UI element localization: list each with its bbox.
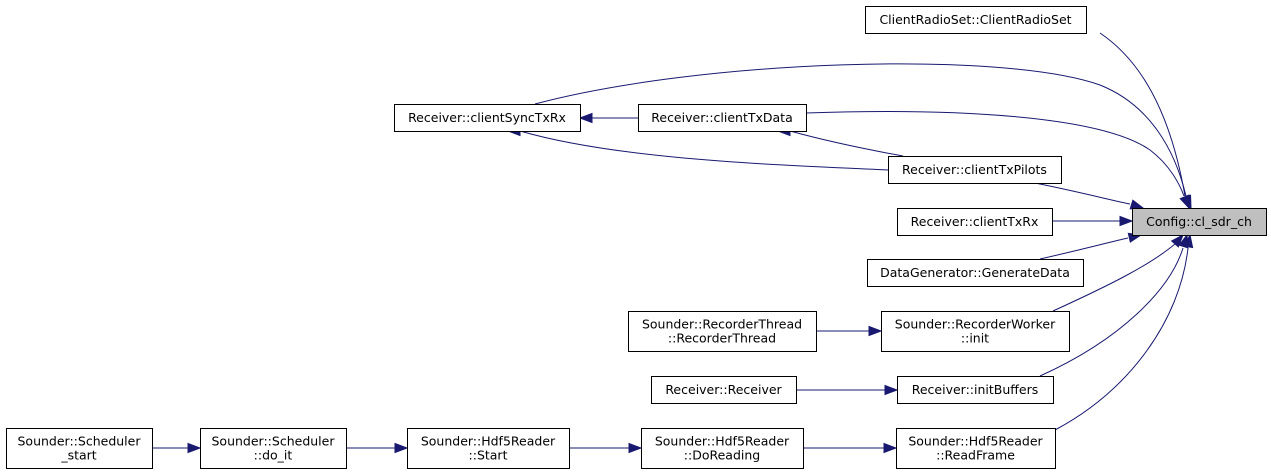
edge-client_txrx-to-cl_sdr_ch [1052,215,1134,227]
node-label-line: DataGenerator::GenerateData [880,265,1070,280]
edge-hdf5_read_frame-to-cl_sdr_ch [1054,233,1194,431]
arrowhead-icon [883,442,898,454]
node-client-txrx[interactable]: Receiver::clientTxRx [897,208,1053,236]
edge-client_tx_pilots-to-client_sync_txrx [506,125,889,171]
nodes-layer: Config::cl_sdr_ch ClientRadioSet::ClientR… [6,6,1267,469]
arrowhead-icon [1119,215,1134,227]
node-label-line: Sounder::RecorderThread [642,317,802,332]
node-box [897,208,1053,236]
node-cl-sdr-ch[interactable]: Config::cl_sdr_ch [1132,208,1267,236]
node-init-buffers[interactable]: Receiver::initBuffers [897,376,1054,404]
node-client-sync-txrx[interactable]: Receiver::clientSyncTxRx [394,104,581,132]
edge-client_tx_pilots-to-cl_sdr_ch [1034,182,1145,210]
node-label-line: Sounder::Scheduler [212,434,336,449]
edge-line [519,130,889,171]
node-client-radio-set[interactable]: ClientRadioSet::ClientRadioSet [865,6,1087,34]
node-label-line: Sounder::Hdf5Reader [908,434,1043,449]
edge-line [1034,182,1131,205]
node-box [407,428,570,469]
edge-line [805,111,1185,197]
node-box [897,376,1054,404]
arrowhead-icon [1129,199,1145,210]
arrowhead-icon [578,112,593,124]
edge-init_buffers-to-cl_sdr_ch [1039,233,1189,377]
node-box [6,428,153,469]
node-scheduler-start[interactable]: Sounder::Scheduler_start [6,428,153,469]
node-label-line: ::Start [469,448,508,463]
node-label-line: Config::cl_sdr_ch [1146,214,1252,229]
node-box [641,428,804,469]
node-label-line: Receiver::clientTxData [651,110,793,125]
node-box [888,156,1062,184]
arrowhead-icon [394,442,409,454]
edge-hdf5_do_reading-to-hdf5_read_frame [803,442,898,454]
node-box [867,259,1084,287]
node-box [394,104,581,132]
node-box [881,311,1070,352]
node-label-line: ClientRadioSet::ClientRadioSet [879,12,1071,27]
node-label-line: ::RecorderThread [668,331,776,346]
edge-generate_data-to-cl_sdr_ch [1039,232,1143,260]
edge-line [1039,237,1129,260]
edge-line [1099,32,1186,197]
node-box [865,6,1087,34]
node-label-line: ::DoReading [684,448,760,463]
node-receiver-ctor[interactable]: Receiver::Receiver [651,376,797,404]
node-label-line: Receiver::initBuffers [912,382,1039,397]
node-recorder-thread[interactable]: Sounder::RecorderThread::RecorderThread [628,311,817,352]
node-label-line: Sounder::RecorderWorker [895,317,1056,332]
node-label-line: Receiver::clientSyncTxRx [408,110,566,125]
arrowhead-icon [868,325,883,337]
arrowhead-icon [628,442,643,454]
node-hdf5-start[interactable]: Sounder::Hdf5Reader::Start [407,428,570,469]
node-box [896,428,1056,469]
edge-receiver_ctor-to-init_buffers [796,384,899,396]
edge-recorder_thread-to-recorder_worker_init [816,325,883,337]
node-label-line: ::ReadFrame [936,448,1015,463]
edge-line [534,63,1187,197]
node-client-tx-data[interactable]: Receiver::clientTxData [638,104,807,132]
node-box [200,428,347,469]
node-box [628,311,817,352]
node-hdf5-read-frame[interactable]: Sounder::Hdf5Reader::ReadFrame [896,428,1056,469]
node-label-line: _start [60,448,96,463]
node-label-line: Sounder::Hdf5Reader [421,434,556,449]
edge-scheduler_start-to-scheduler_do_it [152,442,202,454]
node-hdf5-do-reading[interactable]: Sounder::Hdf5Reader::DoReading [641,428,804,469]
node-label-line: Receiver::clientTxRx [911,214,1039,229]
edge-line [1039,247,1184,377]
arrowhead-icon [884,384,899,396]
edge-line [789,130,904,157]
node-generate-data[interactable]: DataGenerator::GenerateData [867,259,1084,287]
edge-line [1054,247,1189,431]
node-client-tx-pilots[interactable]: Receiver::clientTxPilots [888,156,1062,184]
arrowhead-icon [187,442,202,454]
edge-line [1052,243,1176,312]
arrowhead-icon [1182,233,1194,249]
node-label-line: Receiver::clientTxPilots [902,162,1047,177]
edge-client_tx_data-to-cl_sdr_ch [805,111,1190,210]
edge-scheduler_do_it-to-hdf5_start [346,442,409,454]
edge-hdf5_start-to-hdf5_do_reading [569,442,643,454]
node-label-line: Sounder::Scheduler [18,434,142,449]
node-recorder-worker-init[interactable]: Sounder::RecorderWorker::init [881,311,1070,352]
node-box [1132,208,1267,236]
node-box [638,104,807,132]
edge-client_radio_set-to-cl_sdr_ch [1099,32,1191,210]
node-label-line: ::init [961,331,989,346]
arrowhead-icon [1170,233,1184,248]
arrowhead-icon [1179,194,1190,210]
node-label-line: ::do_it [254,448,293,463]
node-label-line: Receiver::Receiver [665,382,782,397]
node-box [651,376,797,404]
edge-client_sync_txrx-to-cl_sdr_ch [534,63,1192,210]
node-scheduler-do-it[interactable]: Sounder::Scheduler::do_it [200,428,347,469]
edge-client_tx_data-to-client_sync_txrx [578,112,638,124]
node-label-line: Sounder::Hdf5Reader [655,434,790,449]
edge-recorder_worker_init-to-cl_sdr_ch [1052,233,1184,312]
